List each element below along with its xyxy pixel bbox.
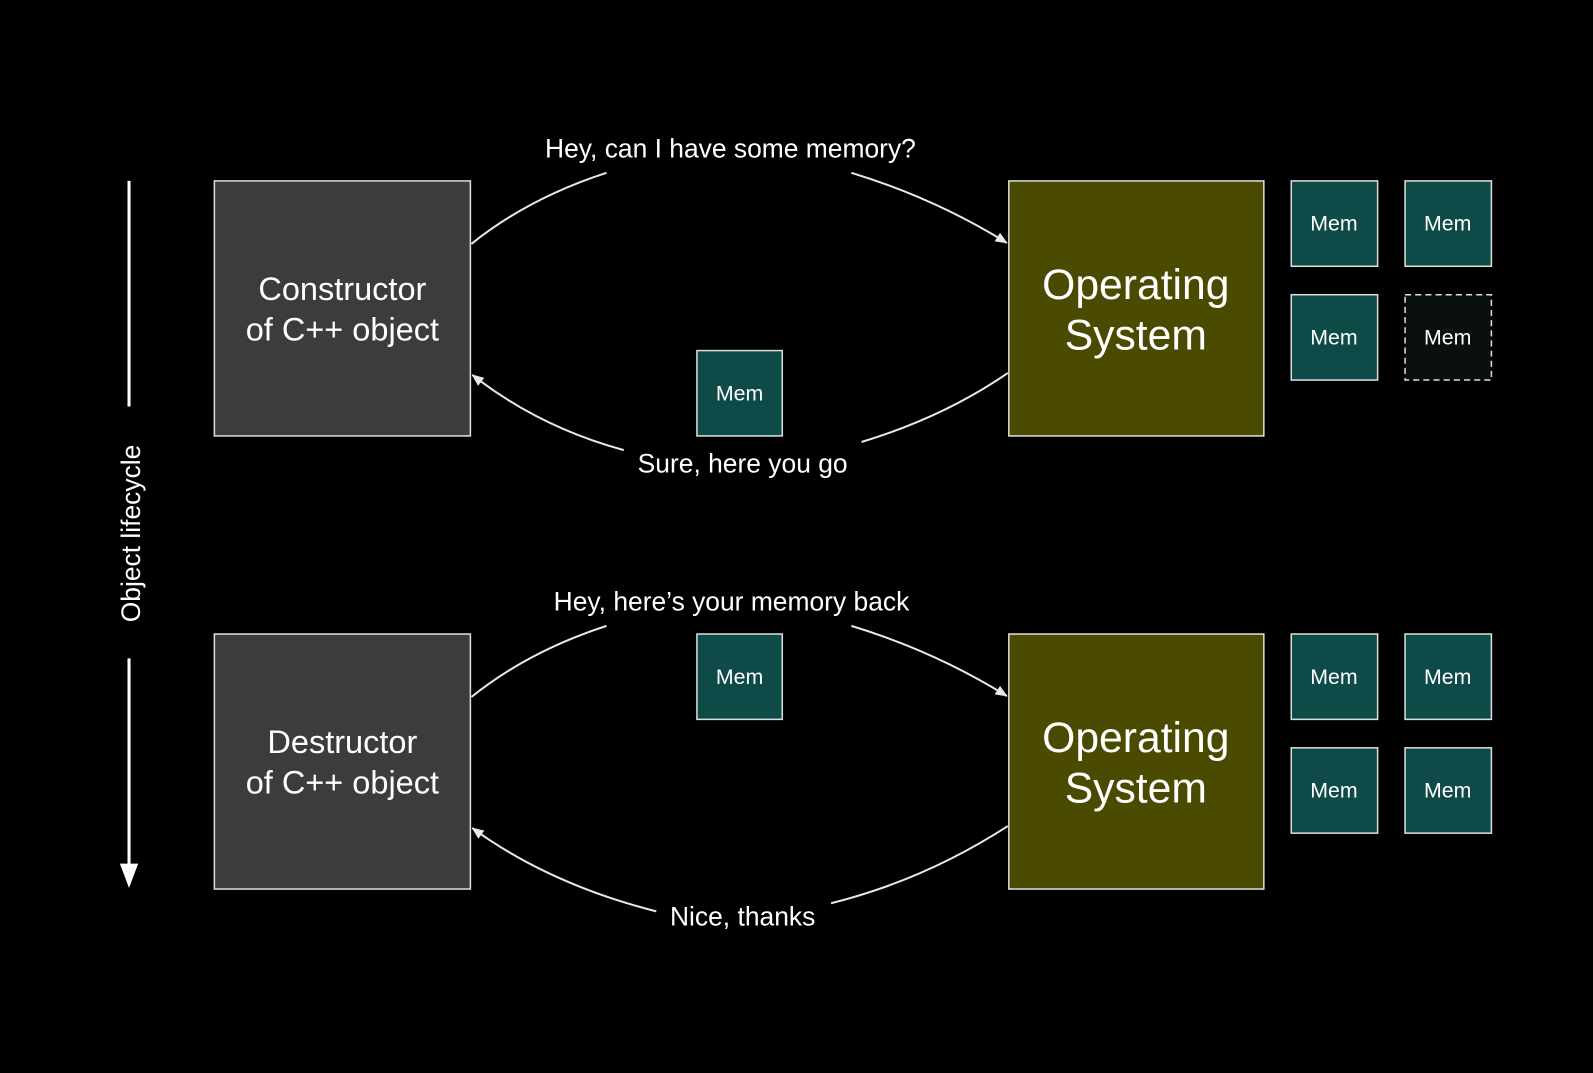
mem-pool-label: Mem bbox=[1310, 325, 1357, 349]
mem-transfer-box bbox=[696, 633, 784, 721]
os-label-line1: Operating bbox=[1042, 714, 1229, 762]
os-box bbox=[1008, 180, 1265, 437]
mem-pool-box bbox=[1404, 180, 1493, 268]
os-label-line2: System bbox=[1065, 765, 1207, 813]
constructor-section: Constructor of C++ object Operating Syst… bbox=[213, 134, 1493, 478]
os-label-line1: Operating bbox=[1042, 261, 1229, 309]
mem-pool-box bbox=[1290, 293, 1379, 381]
mem-pool-box bbox=[1404, 633, 1493, 721]
destructor-label-line2: of C++ object bbox=[246, 765, 439, 801]
mem-pool-box bbox=[1290, 180, 1379, 268]
os-label-line2: System bbox=[1065, 312, 1207, 360]
ack-label: Nice, thanks bbox=[670, 902, 815, 932]
ack-arrow bbox=[471, 827, 657, 913]
os-box bbox=[1008, 633, 1265, 890]
mem-pool-label: Mem bbox=[1424, 325, 1471, 349]
mem-pool-box bbox=[1404, 747, 1493, 834]
destructor-section: Destructor of C++ object Operating Syste… bbox=[213, 587, 1493, 932]
mem-pool-label: Mem bbox=[1424, 779, 1471, 803]
mem-pool-box bbox=[1290, 633, 1379, 721]
response-label: Sure, here you go bbox=[638, 448, 848, 478]
return-arrow bbox=[851, 624, 1008, 697]
constructor-label-line1: Constructor bbox=[258, 271, 426, 307]
down-arrow-icon bbox=[119, 863, 139, 889]
mem-pool-box bbox=[1290, 747, 1379, 834]
constructor-box bbox=[213, 180, 472, 437]
lifecycle-label: Object lifecycle bbox=[116, 445, 146, 623]
mem-pool-label: Mem bbox=[1424, 665, 1471, 689]
mem-transfer-box bbox=[696, 349, 784, 437]
request-label: Hey, can I have some memory? bbox=[545, 134, 916, 164]
lifecycle-axis: Object lifecycle bbox=[116, 180, 146, 889]
response-arrow bbox=[861, 372, 1009, 443]
constructor-label-line2: of C++ object bbox=[246, 311, 439, 347]
mem-transfer-label: Mem bbox=[716, 665, 763, 689]
mem-pool-free-slot bbox=[1404, 293, 1493, 381]
ack-arrow bbox=[830, 825, 1009, 905]
mem-pool-label: Mem bbox=[1310, 779, 1357, 803]
response-arrow bbox=[471, 374, 625, 452]
destructor-label-line1: Destructor bbox=[267, 724, 417, 760]
request-arrow bbox=[470, 171, 607, 245]
mem-transfer-label: Mem bbox=[716, 381, 763, 405]
mem-pool-label: Mem bbox=[1310, 212, 1357, 236]
destructor-box bbox=[213, 633, 472, 890]
request-arrow bbox=[851, 171, 1008, 244]
mem-pool-label: Mem bbox=[1424, 212, 1471, 236]
return-label: Hey, here’s your memory back bbox=[554, 587, 910, 617]
return-arrow bbox=[470, 624, 607, 698]
mem-pool-label: Mem bbox=[1310, 665, 1357, 689]
